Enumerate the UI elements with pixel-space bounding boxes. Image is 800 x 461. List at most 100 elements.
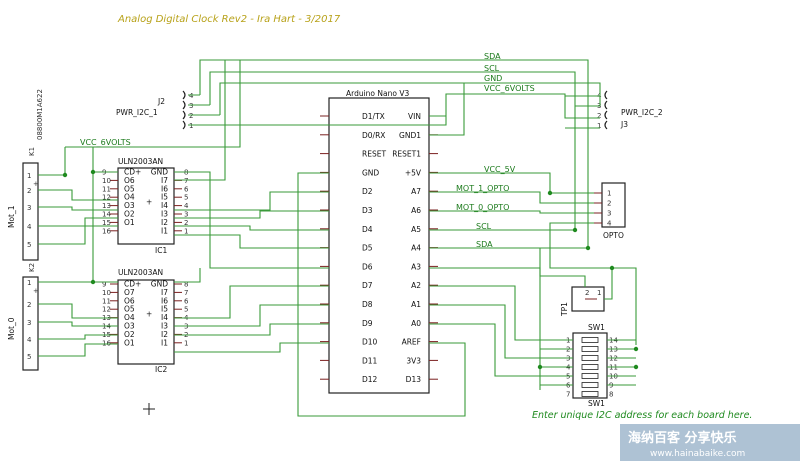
nano-right-pin-label: GND1 <box>399 131 421 140</box>
watermark-line2: www.hainabaike.com <box>650 449 745 459</box>
ic2-right-pin-number: 1 <box>184 339 188 347</box>
nano-left-pin-label: D11 <box>362 356 378 365</box>
ic2-right-pin-label: I3 <box>161 322 168 331</box>
nano-left-pin-label: GND <box>362 168 379 177</box>
wire-opto-gnd <box>549 222 637 345</box>
ic1-left-pin-label: O3 <box>124 201 135 210</box>
arduino-nano-body <box>328 97 430 394</box>
wire-a7 <box>429 191 594 204</box>
wire-gnd-loop <box>297 172 466 417</box>
opto-body <box>601 182 626 228</box>
nano-left-pin-label: D0/RX <box>362 131 385 140</box>
wire-m0-p2 <box>38 303 118 319</box>
ic2-left-pin-label: O4 <box>124 313 135 322</box>
sw1-toggle <box>581 355 599 361</box>
wire-m0-p3 <box>38 321 118 327</box>
nano-left-pin-label: D12 <box>362 375 378 384</box>
ic1-left-pin-label: O5 <box>124 184 135 193</box>
net-label-sda-a4: SDA <box>476 240 493 249</box>
wire-d9 <box>174 323 329 336</box>
mot0-pin-number: 3 <box>27 319 31 327</box>
mot1-part: 08800M1A622 <box>36 89 44 140</box>
mot0-pin-number: 5 <box>27 353 31 361</box>
tp1-label: TP1 <box>560 302 569 317</box>
wire-a3 <box>429 267 586 287</box>
wires <box>38 59 637 417</box>
ic1-ref: IC1 <box>155 246 167 255</box>
nano-right-pin-label: A5 <box>411 225 421 234</box>
address-note: Enter unique I2C address for each board … <box>532 410 752 421</box>
j2-pin-number: 2 <box>189 112 193 120</box>
nano-right-pin-label: RESET1 <box>392 150 421 159</box>
ic1-left-pin-number: 12 <box>102 194 111 202</box>
nano-left-pin-label: D3 <box>362 206 373 215</box>
mot1-ref: K1 <box>28 147 36 156</box>
junction-dot <box>633 346 639 352</box>
j2-pin-contact <box>182 120 186 130</box>
ic2-right-pin-number: 7 <box>184 289 188 297</box>
wire-sda-bus <box>199 59 589 248</box>
nano-left-pin-label: D8 <box>362 300 373 309</box>
junction-dot <box>609 265 615 271</box>
ic2-left-pin-label: O2 <box>124 330 135 339</box>
sw1-toggle <box>581 337 599 343</box>
ic1-left-pin-label: O2 <box>124 210 135 219</box>
ic1-left-pin-number: 10 <box>102 177 111 185</box>
nano-left-pin-label: D10 <box>362 338 378 347</box>
ic1-right-pin-number: 7 <box>184 177 188 185</box>
ic1-right-pin-label: I4 <box>161 201 168 210</box>
j3-ref: J3 <box>620 120 628 129</box>
net-label-vcc6: VCC_6VOLTS <box>484 84 535 93</box>
wire-vcc6-left <box>65 60 241 148</box>
j2-pin-number: 4 <box>189 92 194 100</box>
ic1-right-pin-label: GND <box>151 168 168 177</box>
j3-pin-contact <box>604 120 608 130</box>
junctions <box>62 169 639 370</box>
nano-right-pin-label: A4 <box>411 244 421 253</box>
wire-d5 <box>174 234 329 249</box>
j3-pin-number: 2 <box>597 112 601 120</box>
arduino-nano: Arduino Nano V3 D1/TXD0/RXRESETGNDD2D3D4… <box>320 89 438 394</box>
opto-pin-number: 1 <box>607 190 611 198</box>
wire-d8 <box>174 304 329 327</box>
sw1-body <box>572 332 608 399</box>
wire-a0 <box>429 323 573 377</box>
mot0-body <box>22 276 39 371</box>
junction-dot <box>572 227 578 233</box>
net-labels: SDA SCL GND VCC_6VOLTS VCC_6VOLTS VCC_5V… <box>80 52 535 249</box>
ic2-left-pin-number: 10 <box>102 289 111 297</box>
wire-m1-p3 <box>38 206 118 211</box>
nano-right-pin-label: A0 <box>411 319 421 328</box>
schematic-title: Analog Digital Clock Rev2 - Ira Hart - 3… <box>117 14 341 25</box>
wire-j3-stubs <box>565 95 600 129</box>
ic2-left-pin-label: O3 <box>124 322 135 331</box>
wire-d7 <box>174 285 329 319</box>
ic1-left-pin-number: 15 <box>102 219 111 227</box>
ic1-right-pin-label: I3 <box>161 210 168 219</box>
ic2-left-pin-number: 9 <box>102 281 106 289</box>
j3-pin-contact <box>604 110 608 120</box>
ic1-right-pin-label: I6 <box>161 184 168 193</box>
junction-dot <box>90 169 96 175</box>
j2-ref: J2 <box>157 97 165 106</box>
mot1-label: Mot_1 <box>7 205 16 228</box>
wire-ic1-gnd <box>174 60 226 181</box>
arduino-nano-right-pins: VINGND1RESET1+5VA7A6A5A4A3A2A1A0AREF3V3D… <box>392 112 438 384</box>
ic2-label: ULN2003AN <box>118 268 163 277</box>
ic2-right-pin-label: GND <box>151 280 168 289</box>
nano-right-pin-label: D13 <box>406 375 422 384</box>
ic2-right-pin-number: 8 <box>184 281 188 289</box>
j2-pin-number: 3 <box>189 102 193 110</box>
ic1-label: ULN2003AN <box>118 157 163 166</box>
ic1-right-pin-label: I1 <box>161 226 168 235</box>
sw1-label-bottom: SW1 <box>588 399 605 408</box>
junction-dot <box>633 364 639 370</box>
sw1-left-number: 7 <box>566 391 570 399</box>
